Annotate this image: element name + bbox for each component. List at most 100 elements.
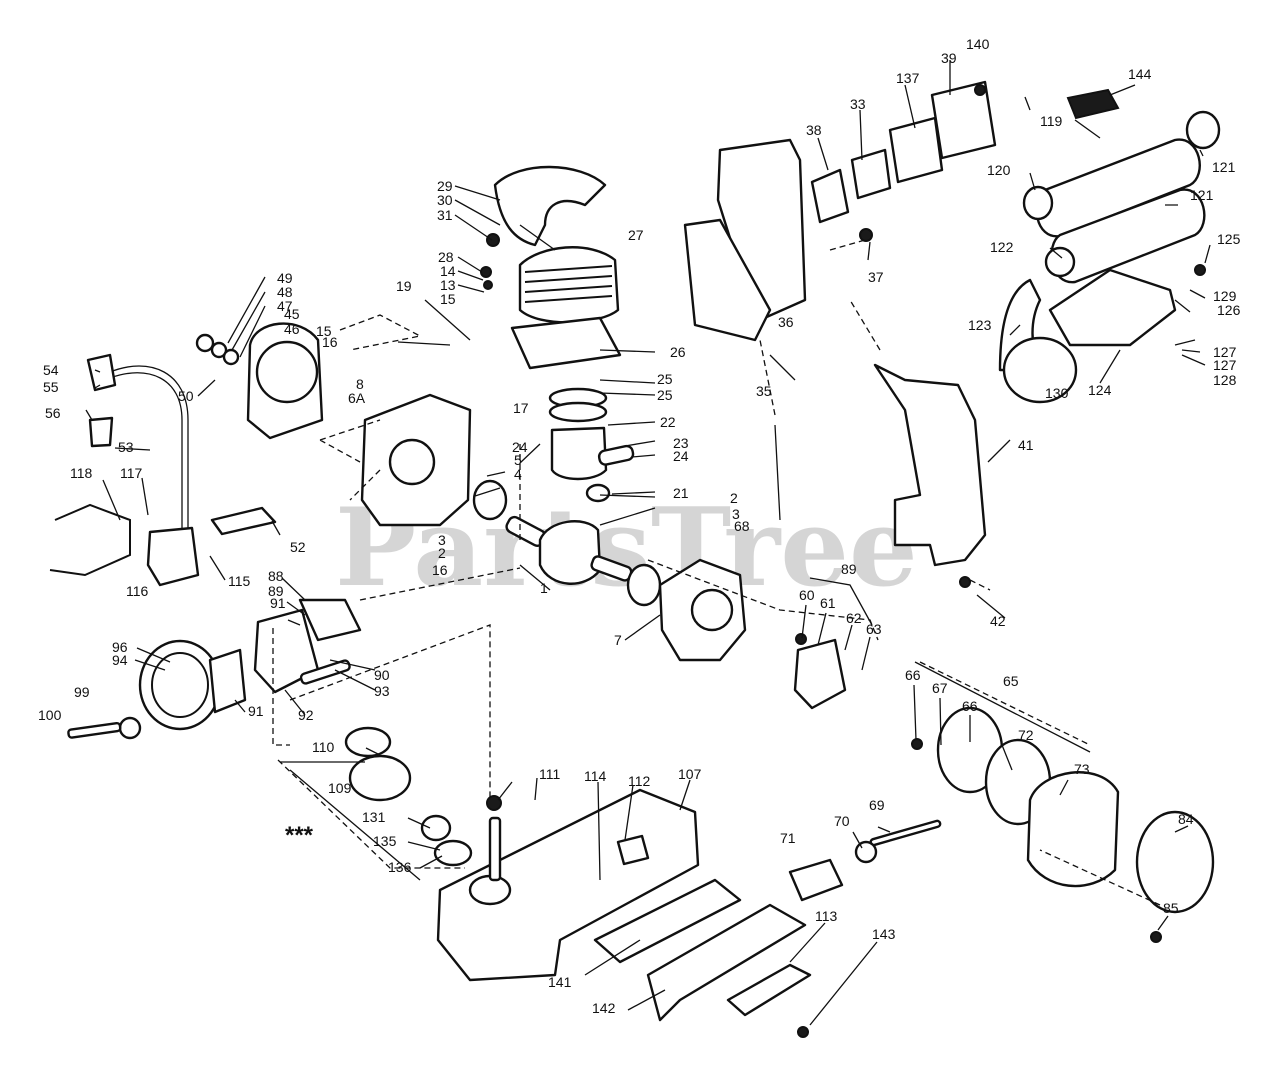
spark-arrestor[interactable] — [888, 116, 944, 184]
callout-label: 15 — [440, 291, 456, 307]
starter-pawl[interactable] — [788, 858, 844, 902]
callout-label: 21 — [673, 485, 689, 501]
crankshaft[interactable] — [504, 515, 633, 585]
muffler-cover-plate[interactable] — [930, 80, 997, 160]
callout-label: 29 — [437, 178, 453, 194]
screw-head[interactable] — [1150, 931, 1162, 943]
leader-lines — [85, 60, 1211, 1026]
callout-label: 60 — [799, 587, 815, 603]
callout-label: 39 — [941, 50, 957, 66]
flywheel[interactable] — [255, 340, 319, 404]
callout-label: 92 — [298, 707, 314, 723]
fuel-filter[interactable] — [616, 834, 650, 866]
callout-label: 99 — [74, 684, 90, 700]
screw-head[interactable] — [859, 228, 873, 242]
starter-cover[interactable] — [1135, 810, 1215, 914]
callout-label: 53 — [118, 439, 134, 455]
callout-label: 88 — [268, 568, 284, 584]
guard-plate[interactable] — [726, 963, 812, 1017]
crank-bearing-right[interactable] — [626, 563, 662, 607]
air-filter-body[interactable] — [208, 648, 247, 714]
fuel-cap-gasket-b[interactable] — [433, 839, 473, 867]
spark-plug[interactable] — [88, 416, 114, 448]
callout-label: 24 — [512, 439, 528, 455]
callout-label: 67 — [932, 680, 948, 696]
callout-label: 56 — [45, 405, 61, 421]
spark-plug-boot[interactable] — [86, 353, 117, 392]
flywheel-nut[interactable] — [195, 333, 215, 353]
ignition-coil[interactable] — [146, 526, 200, 587]
callout-label: 113 — [815, 908, 838, 924]
screw-head[interactable] — [486, 233, 500, 247]
callout-label: 84 — [1178, 811, 1194, 827]
callout-label: 70 — [834, 813, 850, 829]
callout-label: 90 — [374, 667, 390, 683]
callout-label: 128 — [1213, 372, 1237, 388]
callout-label: 117 — [120, 465, 143, 481]
air-filter-screw[interactable] — [67, 721, 122, 739]
starter-cup[interactable] — [793, 638, 847, 710]
fuel-cap-gasket-a[interactable] — [420, 814, 452, 842]
carburetor[interactable] — [253, 608, 320, 694]
callout-label: 72 — [1018, 727, 1034, 743]
decal[interactable] — [1066, 88, 1120, 120]
head-gasket[interactable] — [510, 316, 622, 370]
fuel-tank-shield[interactable] — [593, 878, 742, 964]
screw-head[interactable] — [911, 738, 923, 750]
tube-clamp[interactable] — [1185, 110, 1221, 150]
muffler-gasket[interactable] — [810, 168, 850, 224]
screw-head[interactable] — [1194, 264, 1206, 276]
muffler[interactable] — [716, 138, 807, 322]
tube-clamp-b[interactable] — [1022, 185, 1054, 221]
callout-label: 109 — [328, 780, 352, 796]
starter-shaft[interactable] — [869, 819, 942, 847]
needle-bearing[interactable] — [585, 483, 611, 503]
air-filter-knob[interactable] — [118, 716, 142, 740]
blower-fan-housing[interactable] — [1002, 336, 1078, 404]
exhaust-gasket[interactable] — [850, 148, 892, 200]
crank-bearing-left[interactable] — [472, 479, 508, 521]
callout-label: 55 — [43, 379, 59, 395]
blower-housing[interactable] — [1048, 268, 1177, 347]
engine-shroud[interactable] — [873, 363, 987, 567]
screw-head[interactable] — [483, 280, 493, 290]
callout-label: 36 — [778, 314, 794, 330]
callout-label: 8 — [356, 376, 364, 392]
cylinder-cover[interactable] — [493, 165, 607, 247]
bracket-lines — [280, 577, 1091, 881]
callout-label: 107 — [678, 766, 702, 782]
callout-label: 19 — [396, 278, 412, 294]
muffler-heat-shield[interactable] — [683, 218, 772, 342]
piston-ring-lower[interactable] — [548, 401, 608, 423]
coil-bracket[interactable] — [49, 503, 131, 577]
callout-label: 52 — [290, 539, 306, 555]
fuel-tank-guard[interactable] — [646, 903, 807, 1022]
fuel-filler-neck[interactable] — [468, 874, 512, 906]
cylinder-head[interactable] — [518, 246, 620, 324]
callout-label: 48 — [277, 284, 293, 300]
screw-head[interactable] — [797, 1026, 809, 1038]
callout-labels: 1 2 2 3 3 4 5 6A 7 8 13 14 15 15 16 16 1… — [38, 36, 1241, 1016]
throttle-cable[interactable] — [108, 366, 188, 530]
screw-head[interactable] — [795, 633, 807, 645]
tube-coupler[interactable] — [1044, 246, 1076, 278]
screw-head[interactable] — [959, 576, 971, 588]
starter-housing[interactable] — [1026, 771, 1120, 888]
screw-head[interactable] — [486, 795, 502, 811]
flywheel-washer-b[interactable] — [222, 348, 240, 366]
starter-nut[interactable] — [854, 840, 878, 864]
fuel-pickup-tube[interactable] — [488, 816, 502, 882]
screw-head[interactable] — [974, 84, 986, 96]
spark-plug-lead[interactable] — [210, 506, 277, 536]
screw-head[interactable] — [480, 266, 492, 278]
fuel-cap[interactable] — [348, 754, 412, 802]
flywheel-washer-a[interactable] — [210, 341, 228, 359]
callout-label: 131 — [362, 809, 386, 825]
callout-label: 25 — [657, 387, 673, 403]
piston-pin[interactable] — [597, 444, 635, 466]
fuel-cap-seal[interactable] — [344, 726, 392, 758]
piston[interactable] — [550, 426, 608, 481]
carburetor-gasket[interactable] — [298, 598, 362, 642]
callout-label: 142 — [592, 1000, 616, 1016]
callout-label: 143 — [872, 926, 896, 942]
